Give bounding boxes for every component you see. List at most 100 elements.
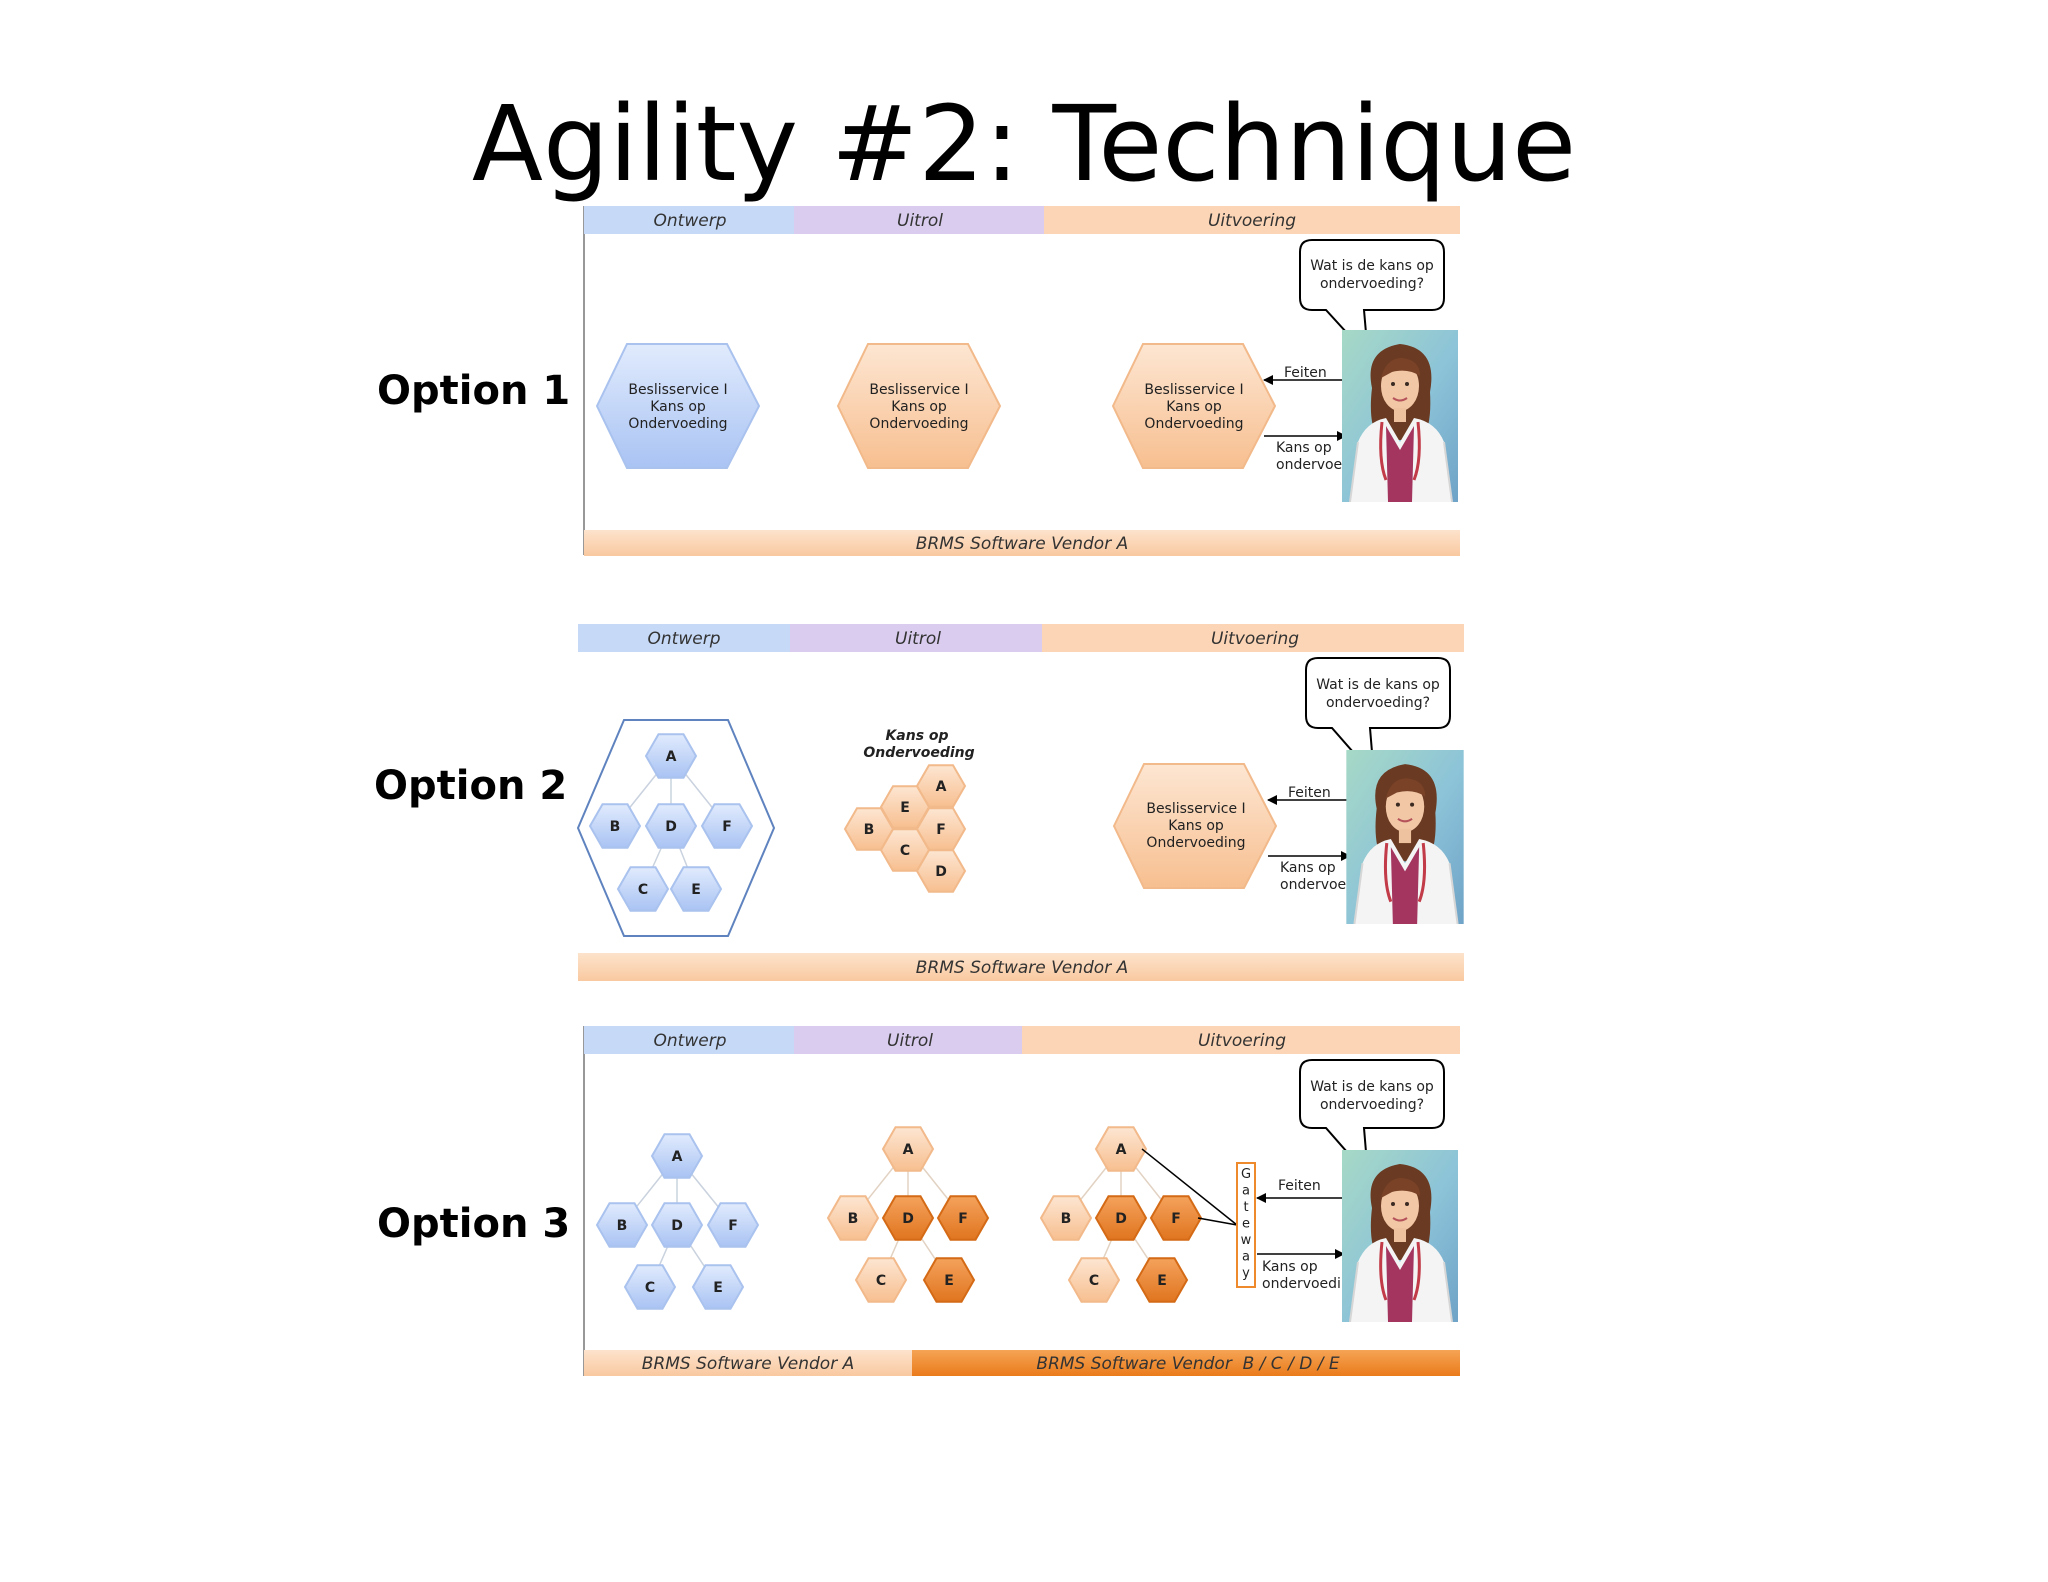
node-f-label: F: [728, 1218, 738, 1234]
uitvoering-nodes: A B D F C E: [1039, 1126, 1203, 1303]
ontwerp-frame-hexagon: [576, 719, 776, 937]
service-hexagon-uitvoering: Beslisservice I Kans op Ondervoeding: [1112, 763, 1278, 889]
node-b-hexagon: [826, 1195, 880, 1241]
service-hexagon-ontwerp: Beslisservice I Kans op Ondervoeding: [595, 343, 761, 469]
node-a-label: A: [903, 1142, 914, 1158]
doctor-photo: [1346, 750, 1464, 924]
service-line-3: Ondervoeding: [1146, 835, 1245, 851]
node-c-label: C: [645, 1280, 655, 1296]
gateway-letter: a: [1242, 1184, 1250, 1199]
gateway-letter: a: [1242, 1250, 1250, 1265]
node-d-hexagon: [650, 1202, 704, 1248]
node-e-label: E: [944, 1273, 954, 1289]
node-f-label: F: [958, 1211, 968, 1227]
node-c-label: C: [900, 843, 910, 859]
node-b-label: B: [617, 1218, 628, 1234]
feiten-label: Feiten: [1288, 785, 1331, 801]
node-a-label: A: [666, 749, 677, 765]
node-d-hexagon: [644, 803, 698, 849]
phase-band-uitvoering: [1042, 624, 1464, 652]
service-line-2: Kans op: [650, 399, 706, 415]
speech-line-1: Wat is de kans op: [1310, 258, 1434, 274]
node-a-hexagon: [644, 733, 698, 779]
vendor-bar: [578, 953, 1464, 981]
option-3-label: Option 3: [377, 1201, 570, 1247]
phase-label-ontwerp: Ontwerp: [654, 211, 727, 231]
vendor-bar-right: [912, 1350, 1460, 1376]
vendor-bar-label: BRMS Software Vendor A: [916, 958, 1128, 978]
node-f-label: F: [1171, 1211, 1181, 1227]
gateway-letter: y: [1242, 1266, 1250, 1281]
node-b-hexagon: [595, 1202, 649, 1248]
result-label-1: Kans op: [1262, 1259, 1318, 1275]
node-f-label: F: [722, 819, 732, 835]
service-line-3: Ondervoeding: [628, 416, 727, 432]
vendor-bar-label: BRMS Software Vendor A: [916, 534, 1128, 554]
cluster-title-2: Ondervoeding: [863, 745, 974, 761]
speech-line-2: ondervoeding?: [1320, 1097, 1424, 1113]
phase-label-uitrol: Uitrol: [895, 629, 941, 649]
node-c-label: C: [638, 882, 648, 898]
speech-line-1: Wat is de kans op: [1316, 677, 1440, 693]
node-a-label: A: [1116, 1142, 1127, 1158]
phase-band-uitvoering: [1044, 206, 1460, 234]
node-e-hexagon: [691, 1264, 745, 1310]
phase-label-uitvoering: Uitvoering: [1211, 629, 1299, 649]
phase-band-ontwerp: [584, 206, 794, 234]
node-a-hexagon: [650, 1133, 704, 1179]
vendor-bar-right-label: BRMS Software Vendor B / C / D / E: [1036, 1354, 1339, 1374]
vendor-bar-left-label: BRMS Software Vendor A: [642, 1354, 854, 1374]
node-d-label: D: [935, 864, 947, 880]
node-c-hexagon: [616, 866, 670, 912]
result-label-2: ondervoeding: [1262, 1276, 1359, 1292]
node-b-label: B: [848, 1211, 859, 1227]
node-d-hexagon: [881, 1195, 935, 1241]
service-line-2: Kans op: [891, 399, 947, 415]
node-e-hexagon: [669, 866, 723, 912]
node-c-hexagon: [623, 1264, 677, 1310]
node-c-label: C: [1089, 1273, 1099, 1289]
node-d-label: D: [902, 1211, 914, 1227]
node-d-label: D: [1115, 1211, 1127, 1227]
cluster-title-1: Kans op: [885, 728, 948, 744]
phase-label-ontwerp: Ontwerp: [654, 1031, 727, 1051]
result-label-1: Kans op: [1280, 860, 1336, 876]
node-d-hexagon: [915, 849, 967, 893]
phase-band-ontwerp: [584, 1026, 794, 1054]
vendor-bar: [584, 530, 1460, 556]
node-c-hexagon: [1067, 1257, 1121, 1303]
phase-band-uitrol: [794, 1026, 1022, 1054]
phase-label-ontwerp: Ontwerp: [648, 629, 721, 649]
feiten-label: Feiten: [1284, 365, 1327, 381]
node-b-label: B: [1061, 1211, 1072, 1227]
service-line-1: Beslisservice I: [628, 382, 727, 398]
speech-line-2: ondervoeding?: [1326, 695, 1430, 711]
node-f-label: F: [936, 822, 946, 838]
node-f-hexagon: [1149, 1195, 1203, 1241]
option-1-section: Option 1 Ontwerp Uitrol Uitvoering Besli…: [377, 206, 1460, 556]
service-line-3: Ondervoeding: [869, 416, 968, 432]
node-c-hexagon: [854, 1257, 908, 1303]
node-a-hexagon: [1094, 1126, 1148, 1172]
node-e-label: E: [1157, 1273, 1167, 1289]
gateway-connector-f: [1197, 1217, 1238, 1226]
node-d-label: D: [671, 1218, 683, 1234]
node-d-label: D: [665, 819, 677, 835]
node-b-hexagon: [588, 803, 642, 849]
node-a-label: A: [936, 779, 947, 795]
phase-label-uitvoering: Uitvoering: [1198, 1031, 1286, 1051]
node-e-label: E: [900, 800, 910, 816]
gateway-letter: e: [1242, 1217, 1250, 1232]
gateway-connector-a: [1141, 1148, 1238, 1226]
result-label-1: Kans op: [1276, 440, 1332, 456]
phase-band-uitrol: [794, 206, 1044, 234]
doctor-photo: [1342, 1150, 1458, 1322]
service-line-3: Ondervoeding: [1144, 416, 1243, 432]
node-c-label: C: [876, 1273, 886, 1289]
node-a-label: A: [672, 1149, 683, 1165]
